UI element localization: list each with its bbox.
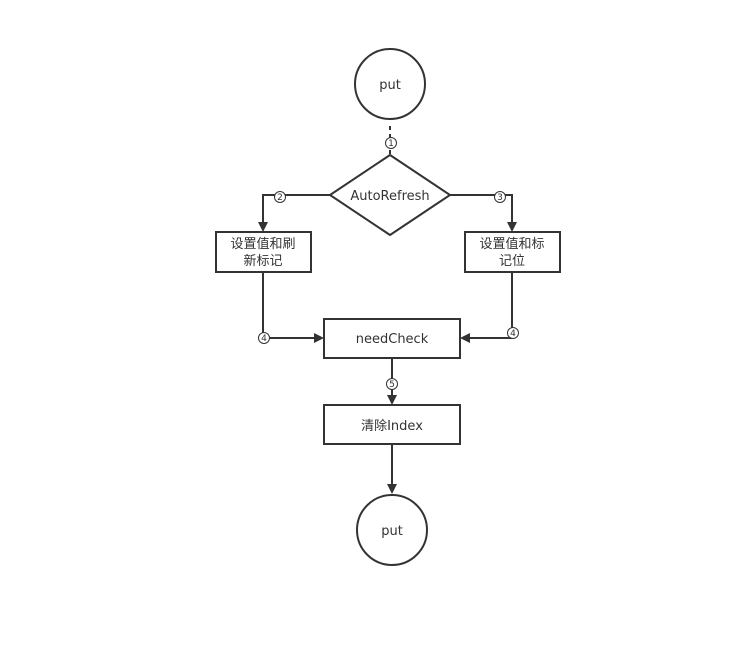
edge-decision-to-right-box: [450, 194, 513, 224]
step-marker-4-left-text: 4: [261, 334, 267, 344]
left-box-label-line2: 新标记: [243, 253, 282, 269]
arrowhead-left-box: [258, 222, 268, 232]
right-box-label-line1: 设置值和标: [479, 236, 544, 252]
process-set-value-flag-bit: 设置值和标 记位: [464, 231, 561, 273]
end-node: put: [356, 494, 428, 566]
right-box-label-line2: 记位: [499, 254, 525, 269]
edge-right-box-to-needcheck: [468, 272, 513, 339]
step-marker-5-text: 5: [389, 380, 395, 390]
arrowhead-needcheck-left: [314, 333, 324, 343]
step-marker-5: 5: [386, 378, 398, 390]
step-marker-2-text: 2: [277, 193, 283, 203]
edge-decision-to-left-box: [262, 194, 330, 224]
decision-node-label: AutoRefresh: [350, 189, 429, 204]
step-marker-1: 1: [385, 137, 397, 149]
edge-left-box-to-needcheck: [262, 272, 316, 339]
clear-index-label: 清除Index: [361, 419, 423, 434]
arrowhead-end: [387, 484, 397, 494]
step-marker-2: 2: [274, 191, 286, 203]
step-marker-4-right: 4: [507, 327, 519, 339]
arrowhead-needcheck-right: [460, 333, 470, 343]
process-needcheck: needCheck: [323, 318, 461, 359]
arrowhead-clear: [387, 395, 397, 405]
left-box-label-line1: 设置值和刷: [230, 236, 295, 252]
process-set-value-refresh-flag: 设置值和刷 新标记: [215, 231, 312, 273]
arrowhead-right-box: [507, 222, 517, 232]
decision-node: AutoRefresh: [328, 153, 452, 237]
needcheck-label: needCheck: [356, 332, 429, 347]
step-marker-4-right-text: 4: [510, 329, 516, 339]
step-marker-3: 3: [494, 191, 506, 203]
process-clear-index: 清除Index: [323, 404, 461, 445]
start-node: put: [354, 48, 426, 120]
step-marker-1-text: 1: [388, 139, 394, 149]
step-marker-4-left: 4: [258, 332, 270, 344]
step-marker-3-text: 3: [497, 193, 503, 203]
start-node-label: put: [379, 78, 401, 93]
end-node-label: put: [381, 524, 403, 539]
